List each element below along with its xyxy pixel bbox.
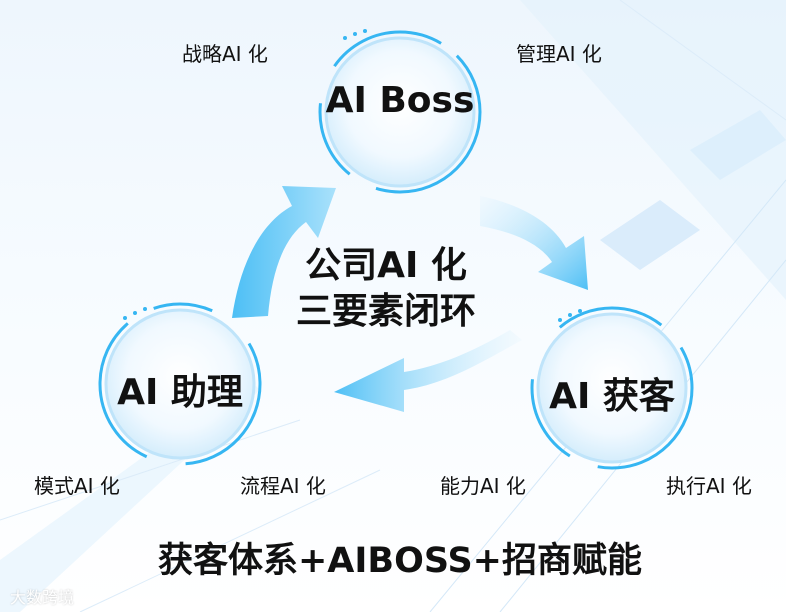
center-title-line1: 公司AI 化	[305, 245, 467, 286]
caption-mode: 模式AI 化	[34, 474, 120, 498]
caption-process: 流程AI 化	[240, 474, 326, 498]
dashed-ring-icon	[318, 30, 482, 194]
dashed-ring-icon	[530, 306, 694, 470]
node-label-boss: AI Boss	[325, 80, 475, 121]
dashed-ring-icon	[98, 302, 262, 466]
node-label-acquisition: AI 获客	[549, 376, 675, 417]
footer-slogan: 获客体系+AIBOSS+招商赋能	[157, 541, 643, 581]
node-disc	[536, 312, 688, 464]
caption-execution: 执行AI 化	[666, 474, 752, 498]
caption-management: 管理AI 化	[516, 42, 602, 66]
curved-arrow-icon	[480, 196, 588, 290]
node-label-assistant: AI 助理	[117, 372, 243, 413]
node-ai-assistant	[98, 302, 262, 466]
node-ai-acquisition	[530, 306, 694, 470]
node-disc	[104, 308, 256, 460]
caption-strategy: 战略AI 化	[182, 42, 268, 66]
node-disc	[324, 36, 476, 188]
caption-capability: 能力AI 化	[440, 474, 526, 498]
curved-arrow-icon	[232, 186, 336, 318]
curved-arrow-icon	[334, 330, 522, 412]
node-ai-boss	[318, 29, 482, 194]
watermark: 大数跨境	[10, 588, 75, 607]
center-title-line2: 三要素闭环	[295, 291, 476, 332]
